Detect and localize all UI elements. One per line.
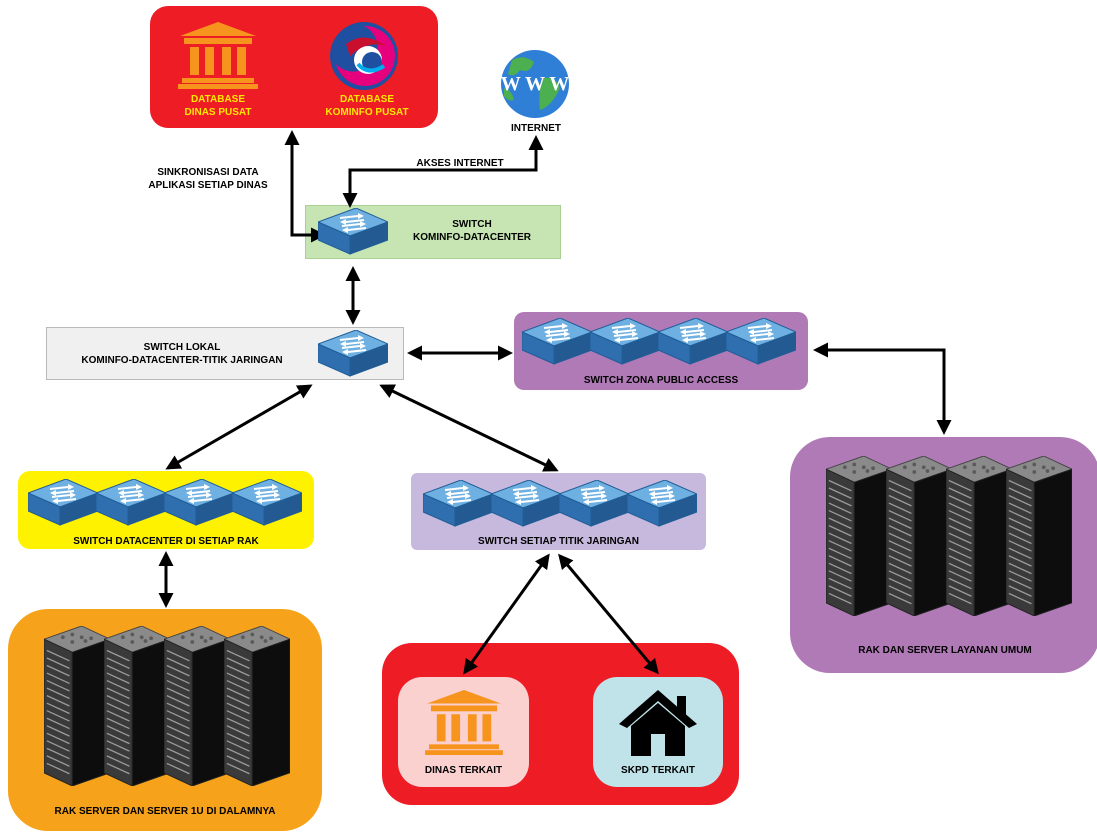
switch-icon: [726, 318, 796, 368]
lokal-titik-arrow: [379, 384, 559, 472]
switch-titik-label: SWITCH SETIAP TITIK JARINGAN: [478, 536, 639, 547]
server-rack-icon: [886, 456, 952, 616]
database-kominfo-pusat-label: DATABASE KOMINFO PUSAT: [325, 94, 409, 118]
server-rack-icon: [164, 626, 230, 786]
rak-layanan-label: RAK DAN SERVER LAYANAN UMUM: [858, 645, 1032, 656]
dinas-terkait-label: DINAS TERKAIT: [424, 765, 503, 776]
server-rack-icon: [826, 456, 892, 616]
akses-internet-label: AKSES INTERNET: [416, 158, 504, 169]
public-layanan-arrow: [813, 342, 952, 435]
switch-icon: [164, 479, 234, 529]
switch-icon: [590, 318, 660, 368]
switch-icon: [28, 479, 98, 529]
switch-icon: [522, 318, 592, 368]
sinkronisasi-arrow: [284, 130, 326, 243]
rak-server-label: RAK SERVER DAN SERVER 1U DI DALAMNYA: [54, 806, 276, 817]
switch-public-label: SWITCH ZONA PUBLIC ACCESS: [583, 375, 739, 386]
globe-www-icon: W W W: [501, 50, 570, 118]
server-rack-icon: [44, 626, 110, 786]
switch-icon: [627, 480, 697, 530]
akses-internet-arrow: [342, 135, 544, 208]
house-icon: [619, 690, 697, 756]
switch-icon: [318, 208, 388, 258]
server-rack-icon: [1006, 456, 1072, 616]
switch-icon: [232, 479, 302, 529]
switch-lokal-label: SWITCH LOKAL KOMINFO-DATACENTER-TITIK JA…: [81, 342, 283, 366]
titik-dinas-arrow: [463, 553, 550, 675]
server-rack-icon: [224, 626, 290, 786]
server-rack-icon: [104, 626, 170, 786]
building-icon: [178, 20, 258, 90]
building-icon: [425, 688, 503, 756]
switch-kominfo-label: SWITCH KOMINFO-DATACENTER: [413, 219, 531, 243]
switch-datacenter-label: SWITCH DATACENTER DI SETIAP RAK: [73, 536, 259, 547]
switch-icon: [423, 480, 493, 530]
switch-icon: [318, 330, 388, 380]
switch-icon: [658, 318, 728, 368]
internet-label: INTERNET: [511, 123, 561, 134]
titik-skpd-arrow: [558, 553, 659, 675]
sinkronisasi-label: SINKRONISASI DATA APLIKASI SETIAP DINAS: [148, 167, 268, 191]
kominfo-logo-icon: [330, 22, 398, 90]
lokal-datacenter-arrow: [165, 384, 313, 470]
switch-icon: [559, 480, 629, 530]
switch-icon: [96, 479, 166, 529]
switch-icon: [491, 480, 561, 530]
skpd-terkait-label: SKPD TERKAIT: [621, 765, 695, 776]
server-rack-icon: [946, 456, 1012, 616]
database-dinas-pusat-label: DATABASE DINAS PUSAT: [184, 94, 252, 118]
svg-text:W W W: W W W: [501, 73, 570, 95]
